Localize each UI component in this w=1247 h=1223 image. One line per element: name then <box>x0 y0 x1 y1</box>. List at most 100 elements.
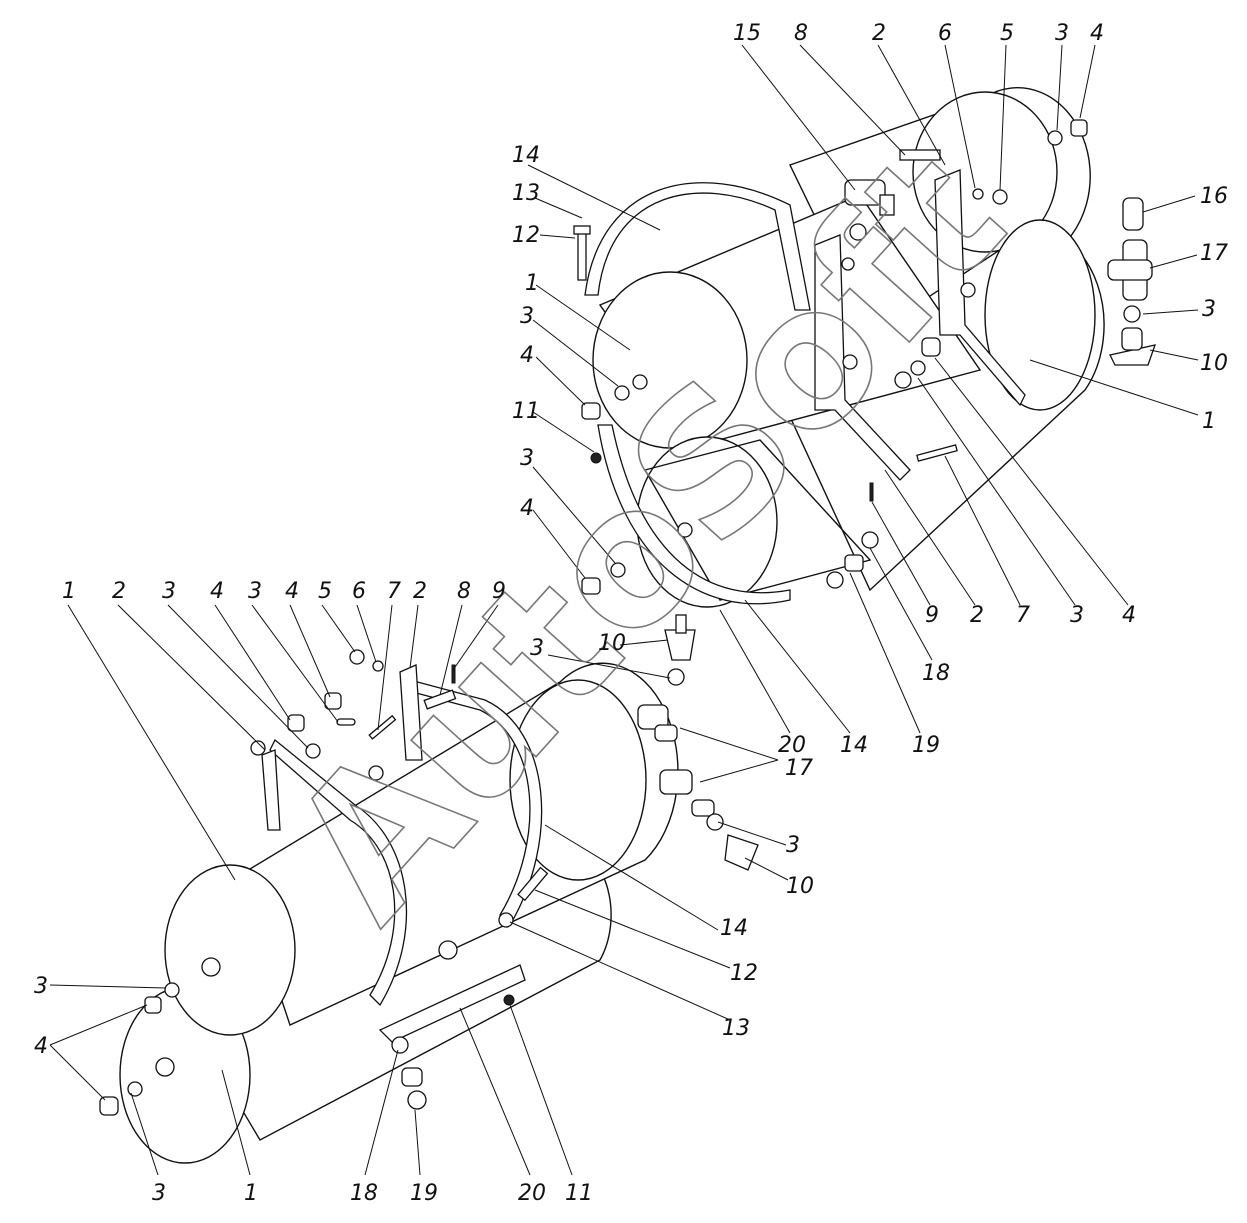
plug-4-right <box>921 337 941 357</box>
ring-3-bottom-b <box>336 718 356 726</box>
bolt-12-bottom <box>517 866 549 902</box>
nut-top-a <box>849 223 867 241</box>
callout-bot-11: 11 <box>565 1181 593 1206</box>
strap-bottom-left <box>269 738 408 1007</box>
ring-3-top <box>1047 130 1063 146</box>
callout-bot-20: 20 <box>518 1181 546 1206</box>
callout-top-4-left-b: 4 <box>520 496 534 521</box>
bolt-8-top <box>899 149 941 161</box>
callout-top-3: 3 <box>1055 21 1069 46</box>
valve-15 <box>844 179 895 216</box>
callout-top-12: 12 <box>512 223 540 248</box>
callout-bot-4a: 4 <box>210 579 224 604</box>
callout-top-3-right: 3 <box>1202 297 1216 322</box>
tank-bottom-upper <box>164 662 679 1036</box>
callout-bot-3-mid: 3 <box>786 833 800 858</box>
callout-top-1-right: 1 <box>1202 409 1216 434</box>
drain-valve-10-mid <box>724 834 759 871</box>
washer-6-bottom <box>372 660 384 672</box>
callout-top-3-mid: 3 <box>530 636 544 661</box>
callout-bot-7: 7 <box>387 579 401 604</box>
bottom-assembly <box>99 649 759 1164</box>
callout-bot-6: 6 <box>352 579 366 604</box>
callout-top-20: 20 <box>778 733 806 758</box>
plug-4-bottom-a <box>287 714 305 732</box>
callout-top-5: 5 <box>1000 21 1014 46</box>
callout-bot-1-b: 1 <box>244 1181 258 1206</box>
callout-top-10-right: 10 <box>1200 351 1228 376</box>
nut-top-b <box>841 257 855 271</box>
nut-11-top <box>590 452 602 464</box>
strap-20-bottom <box>378 964 526 1043</box>
callout-top-1-left: 1 <box>525 271 539 296</box>
callout-top-6: 6 <box>938 21 952 46</box>
ring-3-left-a <box>614 385 630 401</box>
ring-3-mid-a <box>667 668 685 686</box>
nut-11-bottom <box>503 994 515 1006</box>
callout-top-11: 11 <box>512 399 540 424</box>
nut-5-bottom <box>349 649 365 665</box>
callout-bot-2b: 2 <box>413 579 427 604</box>
drain-19-top <box>826 554 864 589</box>
callout-bot-8: 8 <box>457 579 471 604</box>
callouts-top: 15 8 2 6 5 3 4 14 13 12 1 3 4 11 3 4 16 … <box>512 21 1228 758</box>
callout-bot-3-left-b: 3 <box>152 1181 166 1206</box>
top-assembly <box>573 87 1156 661</box>
callouts-bottom: 1 2 3 4 3 4 5 6 7 2 8 9 17 3 10 14 12 13… <box>34 579 814 1206</box>
callout-top-3-left-b: 3 <box>520 446 534 471</box>
bolt-12-top <box>573 225 591 281</box>
tee-17-right <box>1107 239 1153 301</box>
callout-bot-4-left: 4 <box>34 1034 48 1059</box>
nut-3-right <box>894 371 912 389</box>
callout-bot-2: 2 <box>112 579 126 604</box>
nut-top-d <box>842 354 858 370</box>
callout-top-19: 19 <box>912 733 940 758</box>
plug-4-bottom-left-a <box>144 996 162 1014</box>
ring-3-far-right <box>1123 305 1141 323</box>
tank-top-right <box>779 219 1105 592</box>
ring-3-bottom-a <box>305 743 321 759</box>
callout-bot-19: 19 <box>410 1181 438 1206</box>
tank-top-left <box>592 194 982 449</box>
callout-bot-17: 17 <box>785 756 813 781</box>
drain-under-tank <box>438 940 458 960</box>
callout-bot-3a: 3 <box>162 579 176 604</box>
drain-19-bottom <box>401 1067 427 1110</box>
callout-bot-5: 5 <box>318 579 332 604</box>
callout-top-4: 4 <box>1090 21 1104 46</box>
plug-4-left-a <box>581 402 601 420</box>
ring-3-mid-b <box>706 813 724 831</box>
bracket-bottom-left <box>261 749 281 831</box>
drain-valve-10-top <box>664 614 696 661</box>
ring-18-top <box>861 531 879 549</box>
drain-valve-10-right <box>1109 327 1156 366</box>
plug-4-bottom-left-b <box>99 1096 119 1116</box>
callout-top-10-mid: 10 <box>598 631 626 656</box>
callout-top-2-bottom: 2 <box>970 603 984 628</box>
pin-9-bottom <box>451 664 456 684</box>
pin-9-top <box>869 482 874 502</box>
tee-17-mid-a <box>637 704 678 742</box>
pin-7-bottom <box>368 714 397 740</box>
bracket-bottom-center <box>399 664 423 761</box>
callout-top-15: 15 <box>733 21 761 46</box>
callout-bot-10: 10 <box>786 874 814 899</box>
plug-4-top <box>1070 119 1088 137</box>
callout-bot-12: 12 <box>730 961 758 986</box>
bracket-right <box>934 169 1026 407</box>
plug-4-left-b <box>581 577 601 595</box>
callout-top-18: 18 <box>922 661 950 686</box>
callout-top-3-bottom: 3 <box>1070 603 1084 628</box>
callout-bot-13: 13 <box>722 1016 750 1041</box>
ring-3-left-b <box>610 562 626 578</box>
callout-top-14-bottom: 14 <box>840 733 868 758</box>
plug-4-bottom-b <box>324 692 342 710</box>
callout-top-16: 16 <box>1200 184 1228 209</box>
nut-13-bottom <box>498 912 514 928</box>
callout-bot-18: 18 <box>350 1181 378 1206</box>
fitting-16 <box>1122 197 1144 231</box>
callout-bot-14: 14 <box>720 916 748 941</box>
nut-bottom-center <box>368 765 384 781</box>
callout-bot-4b: 4 <box>285 579 299 604</box>
nut-top-c <box>960 282 976 298</box>
